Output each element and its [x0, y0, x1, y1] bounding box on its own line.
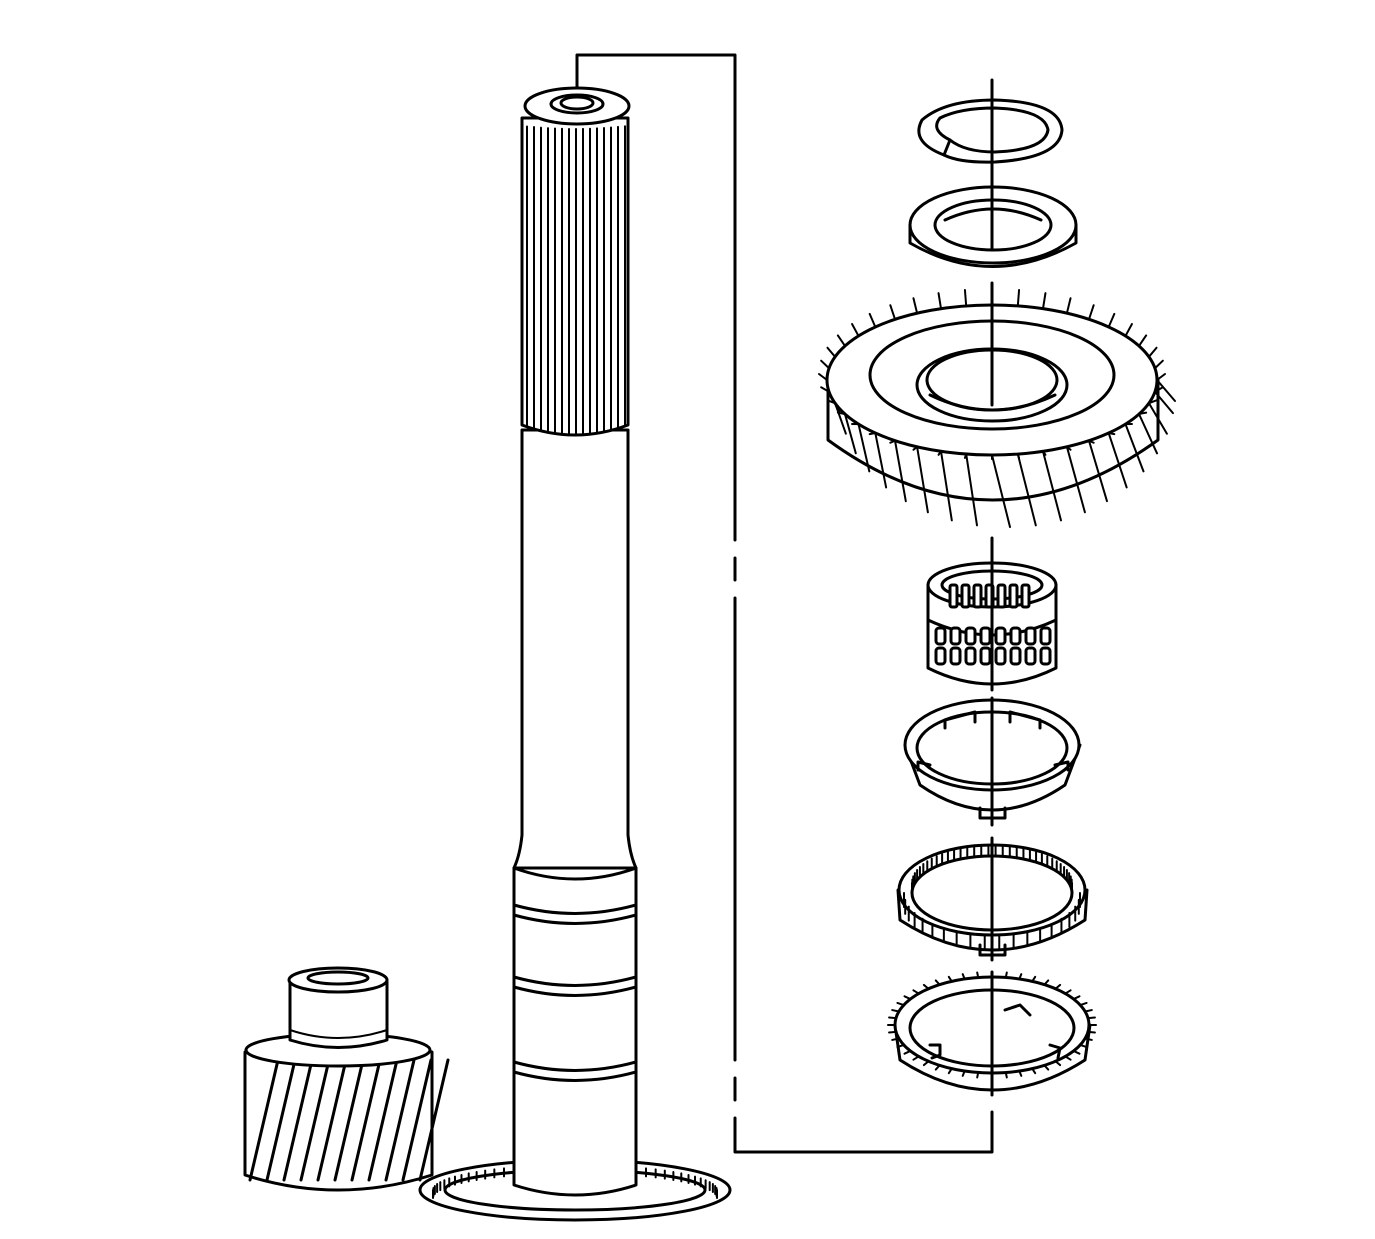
helical-gear	[818, 288, 1176, 528]
pinion-gear	[243, 966, 450, 1192]
snap-ring	[917, 98, 1064, 164]
main-shaft	[512, 86, 638, 1197]
